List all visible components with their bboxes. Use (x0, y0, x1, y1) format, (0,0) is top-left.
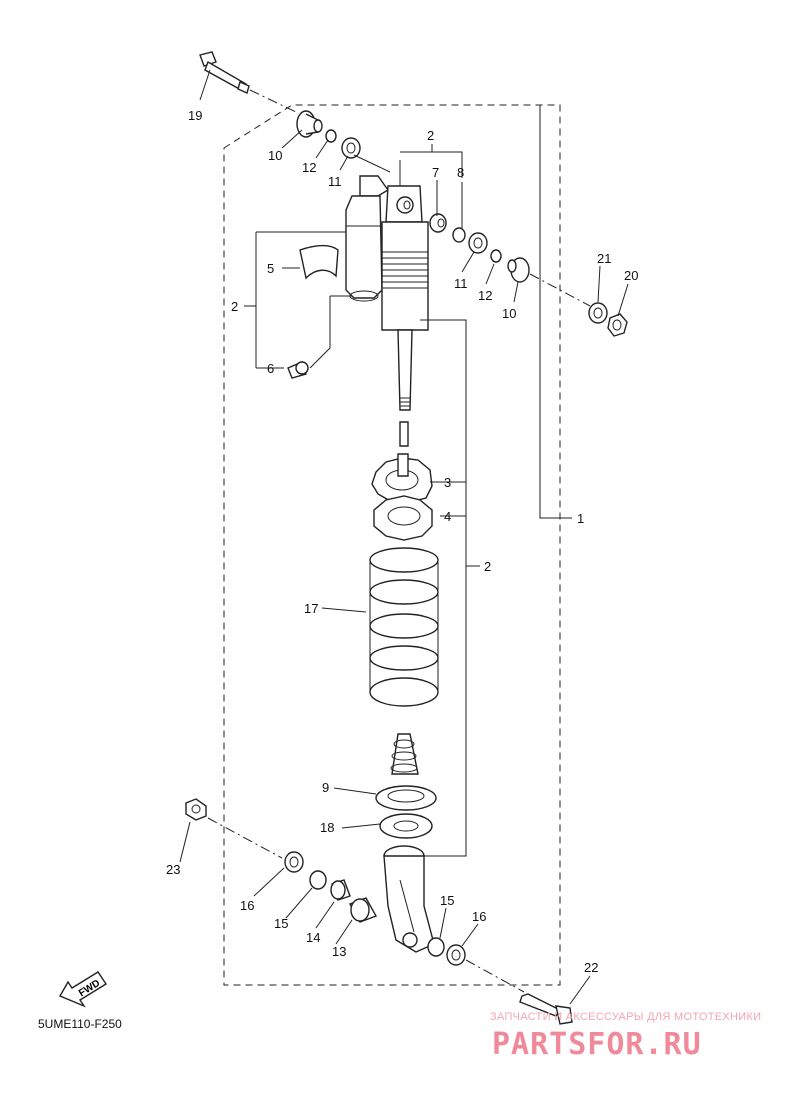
part-12-oring-right (490, 249, 502, 263)
lower-clevis (383, 845, 435, 953)
callout-16-right: 16 (472, 909, 486, 924)
callout-17: 17 (304, 601, 318, 616)
part-8-ring (452, 227, 466, 243)
diagram-code: 5UME110-F250 (38, 1017, 122, 1031)
callout-16-left: 16 (240, 898, 254, 913)
part-18-stopper (379, 813, 433, 839)
callout-22: 22 (584, 960, 598, 975)
callout-7: 7 (432, 165, 439, 180)
callout-13: 13 (332, 944, 346, 959)
callout-4: 4 (444, 509, 451, 524)
callout-14: 14 (306, 930, 320, 945)
watermark-brand: PARTSFOR.RU (492, 1027, 702, 1062)
callout-1: 1 (577, 511, 584, 526)
part-17-spring (369, 547, 439, 707)
part-6-valve (287, 361, 309, 379)
callout-12-right: 12 (478, 288, 492, 303)
callout-2-left: 2 (231, 299, 238, 314)
shock-body (381, 185, 429, 411)
part-10-collar-top (296, 110, 323, 138)
callout-19: 19 (188, 108, 202, 123)
callout-11-top: 11 (328, 174, 342, 189)
callout-21: 21 (597, 251, 611, 266)
part-7-bushing (429, 213, 447, 233)
leader-lines (179, 69, 629, 1005)
rod-pin (399, 421, 409, 447)
part-11-bushing-top (341, 137, 361, 159)
callout-8: 8 (457, 165, 464, 180)
callout-15-right: 15 (440, 893, 454, 908)
callout-labels: 1 2 2 2 3 4 5 6 7 8 9 10 10 11 11 12 12 … (166, 108, 638, 975)
part-10-collar-right (507, 257, 530, 283)
part-4-adjuster (373, 495, 433, 541)
callout-2-top: 2 (427, 128, 434, 143)
callout-23: 23 (166, 862, 180, 877)
part-19-bolt (199, 51, 250, 94)
part-20-nut (607, 313, 628, 337)
part-15-collar-right (427, 937, 445, 957)
callout-10-right: 10 (502, 306, 516, 321)
reservoir-body (345, 175, 390, 302)
fwd-arrow-icon: FWD (58, 971, 107, 1008)
part-22-bolt (519, 993, 573, 1025)
callout-5: 5 (267, 261, 274, 276)
part-11-bushing-right (468, 232, 488, 254)
callout-11-right: 11 (454, 276, 468, 291)
callout-10-top: 10 (268, 148, 282, 163)
part-23-nut (185, 798, 207, 821)
part-5-clip (299, 244, 339, 280)
part-9-seat (375, 785, 437, 811)
callout-3: 3 (444, 475, 451, 490)
watermark-tagline: ЗАПЧАСТИ И АКСЕССУАРЫ ДЛЯ МОТОТЕХНИКИ (490, 1011, 761, 1023)
part-21-washer (588, 302, 608, 324)
callout-2-right: 2 (484, 559, 491, 574)
watermark: ЗАПЧАСТИ И АКСЕССУАРЫ ДЛЯ МОТОТЕХНИКИ PA… (490, 1011, 761, 1062)
callout-6: 6 (267, 361, 274, 376)
part-14-bushing (330, 879, 351, 901)
part-16-washer-right (446, 944, 466, 966)
part-13-collar (348, 897, 378, 923)
callout-18: 18 (320, 820, 334, 835)
callout-20: 20 (624, 268, 638, 283)
part-3-locknut (371, 453, 433, 503)
callout-15-left: 15 (274, 916, 288, 931)
part-12-oring-top (325, 129, 337, 143)
callout-9: 9 (322, 780, 329, 795)
callout-12-top: 12 (302, 160, 316, 175)
part-15-collar-left (309, 870, 327, 890)
bump-stop (390, 733, 419, 775)
part-16-washer-left (284, 851, 304, 873)
